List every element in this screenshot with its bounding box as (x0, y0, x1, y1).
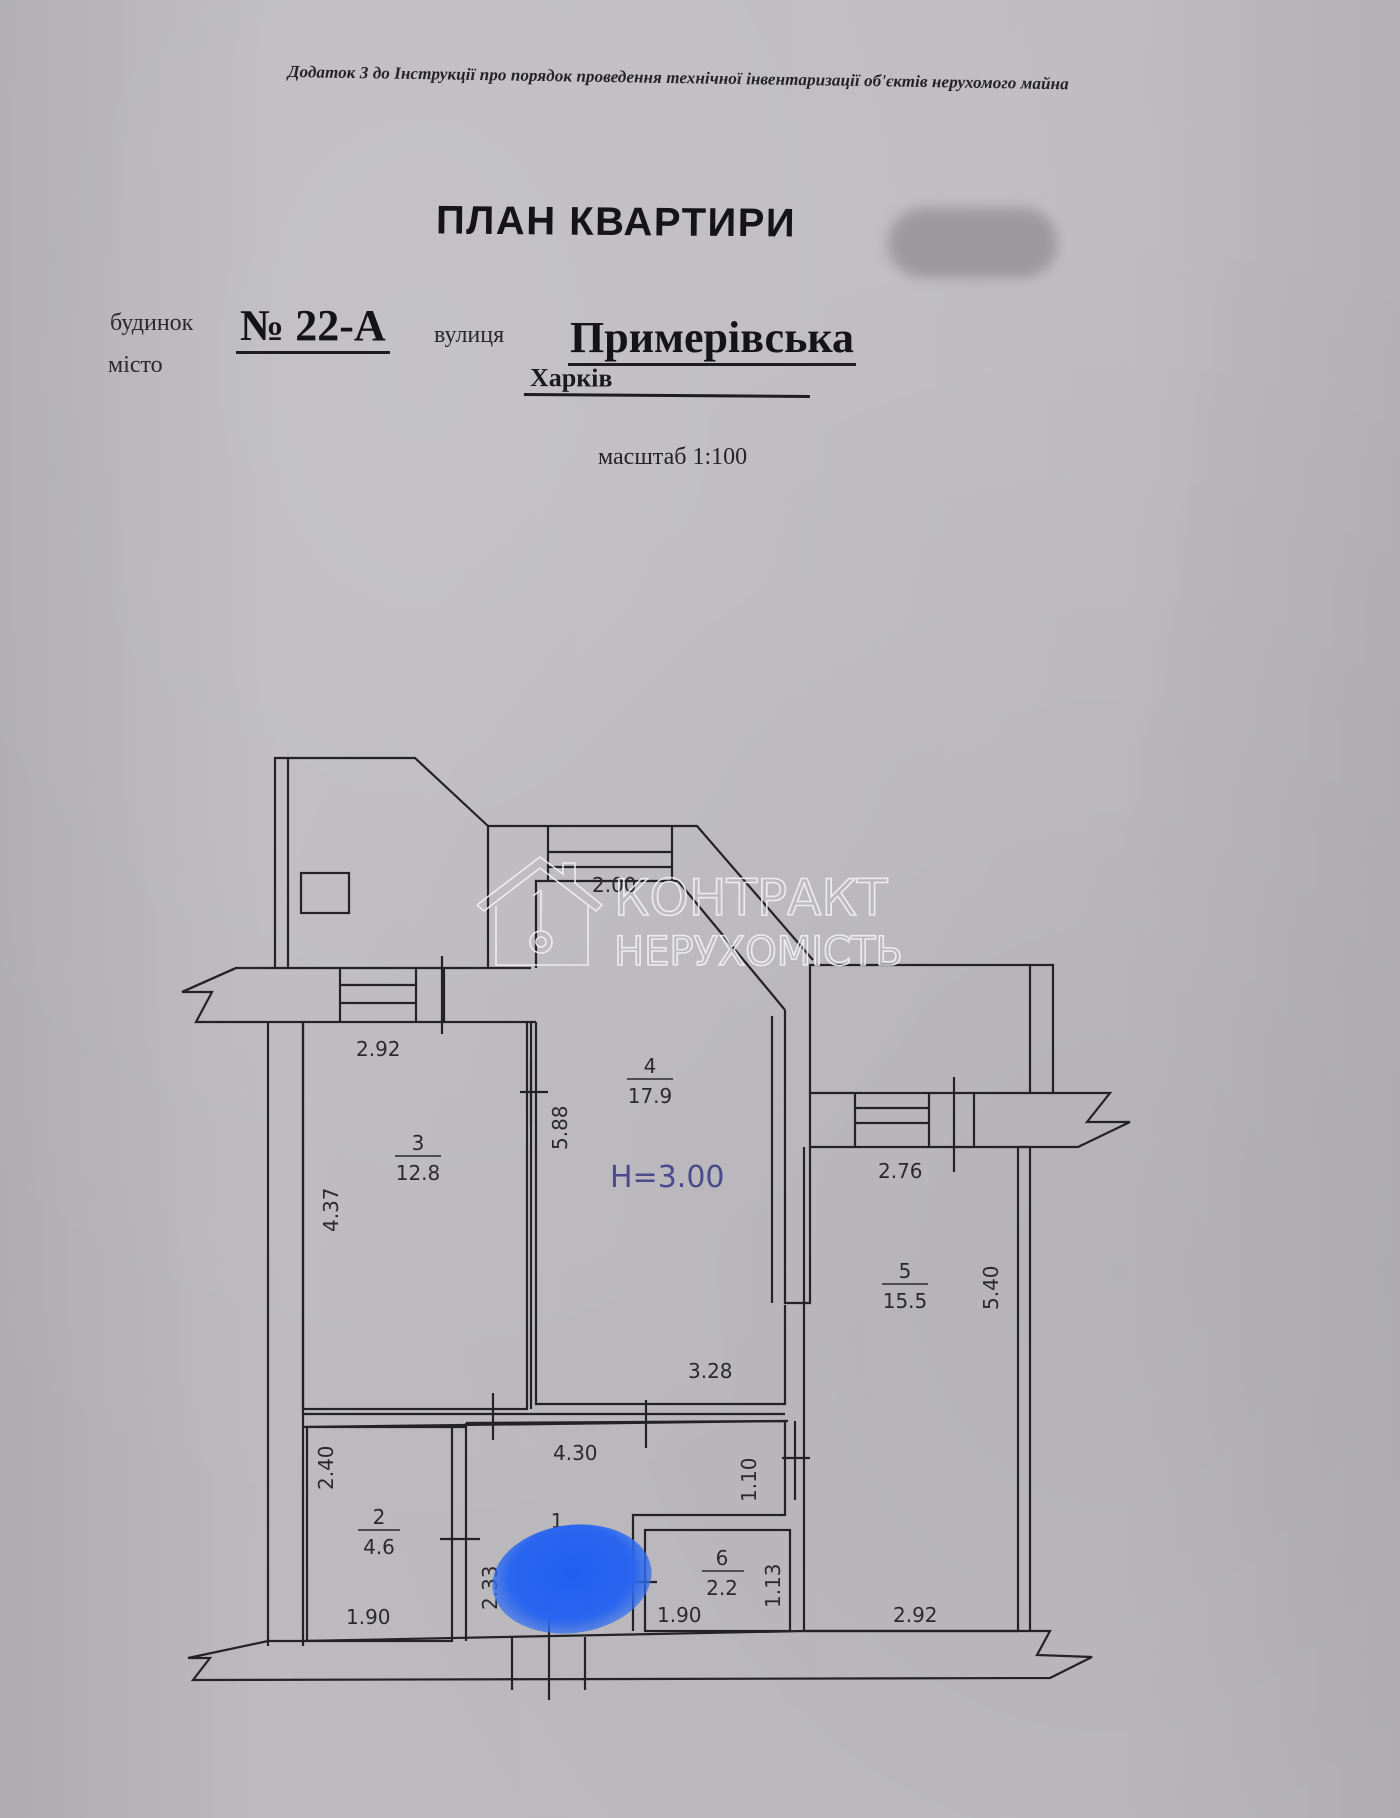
room-5-outline (802, 1147, 1020, 1633)
svg-text:17.9: 17.9 (628, 1084, 673, 1108)
dim-room5-width-bottom: 2.92 (893, 1603, 938, 1627)
city-label: місто (108, 352, 163, 378)
dim-room2-width: 1.90 (346, 1605, 391, 1629)
room-2-outline (305, 1425, 454, 1643)
dim-balcony-width: 2.00 (592, 873, 637, 897)
ceiling-height-label: H=3.00 (610, 1160, 725, 1195)
dim-room4-width: 3.28 (688, 1359, 733, 1383)
dim-room3-width: 2.92 (356, 1037, 401, 1061)
redacted-area (888, 208, 1058, 278)
dim-room2-length: 2.40 (314, 1445, 338, 1490)
dim-room6-width: 1.90 (657, 1603, 702, 1627)
svg-text:2: 2 (373, 1505, 386, 1529)
scale-label: масштаб 1:100 (598, 444, 748, 470)
street-name: Примерівська (568, 312, 857, 366)
house-label: будинок (110, 310, 194, 336)
watermark-line1: КОНТРАКТ (614, 869, 888, 927)
svg-text:12.8: 12.8 (396, 1161, 441, 1185)
svg-text:4.6: 4.6 (363, 1535, 395, 1559)
room-label-2: 2 4.6 (358, 1505, 400, 1559)
svg-text:3: 3 (412, 1131, 425, 1155)
svg-text:6: 6 (716, 1546, 729, 1570)
dim-room3-length: 4.37 (319, 1187, 343, 1232)
dim-hall-depth: 1.10 (737, 1457, 761, 1502)
room-3-outline (301, 1020, 529, 1411)
house-key-icon (476, 855, 604, 966)
street-label: вулиця (434, 322, 505, 348)
house-number: № 22-А (236, 300, 390, 354)
svg-text:2.2: 2.2 (706, 1576, 738, 1600)
watermark-line2: НЕРУХОМІСТЬ (614, 929, 903, 975)
room-label-6: 6 2.2 (702, 1546, 744, 1600)
room-label-3: 3 12.8 (395, 1131, 441, 1185)
dim-room4-length: 5.88 (548, 1105, 572, 1150)
room-label-5: 5 15.5 (882, 1259, 928, 1313)
balcony-box (299, 871, 351, 915)
dim-room5-width-top: 2.76 (878, 1159, 923, 1183)
watermark: КОНТРАКТ НЕРУХОМІСТЬ (476, 855, 904, 976)
balcony-left-outline (273, 756, 489, 968)
room-4-outline (534, 1022, 787, 1406)
dim-room5-length: 5.40 (979, 1265, 1003, 1310)
svg-text:15.5: 15.5 (883, 1289, 928, 1313)
dim-room6-length: 1.13 (761, 1563, 785, 1608)
room-label-4: 4 17.9 (627, 1054, 673, 1108)
svg-text:4: 4 (644, 1054, 657, 1078)
dim-hall-length: 4.30 (553, 1441, 598, 1465)
svg-text:5: 5 (899, 1259, 912, 1283)
